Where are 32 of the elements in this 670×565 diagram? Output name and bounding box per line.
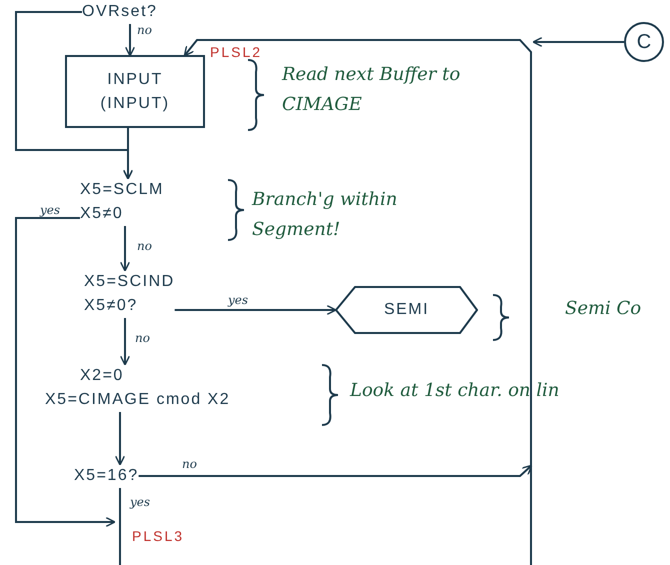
arrow — [124, 24, 136, 57]
statement-text: X5=CIMAGE cmod X2 — [45, 390, 230, 410]
annotation-text: Semi Co — [565, 298, 642, 319]
step-label: PLSL3 — [132, 528, 184, 544]
flow-line — [15, 217, 116, 528]
arrow — [114, 412, 126, 466]
flow-line — [532, 36, 624, 48]
statement-text: X5≠0 — [80, 204, 124, 224]
arrow — [122, 128, 134, 180]
annotation-text: Look at 1st char. on lin — [350, 380, 560, 401]
statement-text: X2=0 — [79, 366, 124, 386]
node-label: C — [636, 30, 652, 54]
statement-text: X5=SCIND — [84, 272, 175, 292]
step-label: PLSL2 — [210, 44, 262, 60]
arrow — [120, 226, 130, 272]
flow-line — [138, 464, 532, 477]
annotation-text: Read next Buffer to CIMAGE — [282, 63, 462, 117]
connector-circle — [624, 22, 664, 62]
box-title: INPUT — [107, 70, 163, 90]
subtitle-text: (INPUT) — [100, 94, 170, 114]
subroutine-hexagon — [335, 286, 478, 334]
process-box — [65, 55, 205, 128]
statement-text: OVRset? — [82, 2, 158, 22]
flow-line — [119, 488, 121, 565]
node-label: SEMI — [384, 300, 430, 320]
flow-line — [184, 39, 532, 565]
statement-text: X5=SCLM — [80, 180, 164, 200]
statement-text: X5≠0? — [84, 296, 138, 316]
annotation-text: Branch'g within Segment! — [252, 188, 398, 242]
arrow — [174, 304, 337, 316]
statement-text: X5=16? — [74, 466, 139, 486]
arrow — [120, 318, 130, 366]
